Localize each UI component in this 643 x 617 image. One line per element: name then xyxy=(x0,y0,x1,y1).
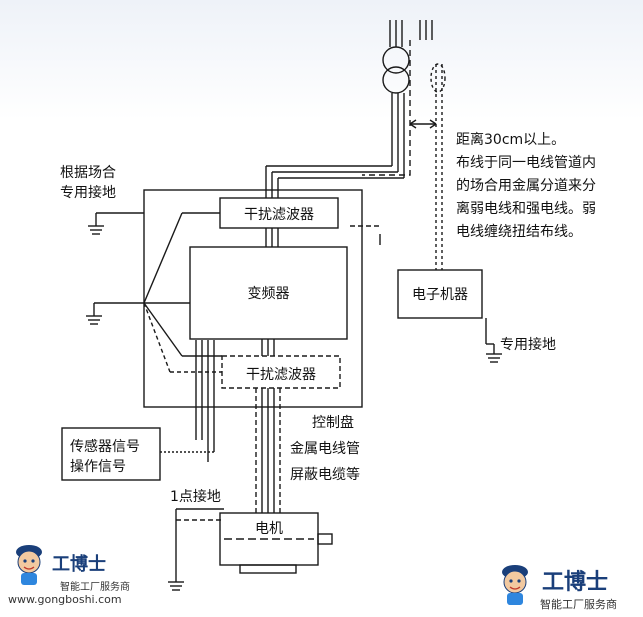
metal-conduit-label: 金属电线管 xyxy=(290,441,360,457)
motor-label: 电机 xyxy=(255,521,283,537)
watermark-brand-left: 工博士 xyxy=(52,554,106,575)
watermark-brand-right: 工博士 xyxy=(542,569,609,595)
electronic-device-label: 电子机器 xyxy=(412,287,468,303)
watermark-url: www.gongboshi.com xyxy=(8,593,122,606)
note-line-5: 电线缠绕扭结布线。 xyxy=(456,224,582,240)
control-panel-label: 控制盘 xyxy=(312,415,354,431)
dedicated-ground-right-label: 专用接地 xyxy=(500,337,556,353)
note-line-1: 距离30cm以上。 xyxy=(456,132,566,148)
transformer-coil-top xyxy=(382,46,410,74)
shielded-cable-label: 屏蔽电缆等 xyxy=(290,467,360,483)
note-line-3: 的场合用金属分道来分 xyxy=(456,178,596,194)
electronic-device-box xyxy=(397,269,483,319)
sensor-signal-label: 传感器信号 xyxy=(70,439,140,455)
dedicated-ground-label-1: 根据场合 xyxy=(60,165,116,181)
watermark-sub-left: 智能工厂服务商 xyxy=(60,582,130,593)
mascot-icon xyxy=(12,540,46,586)
filter-top-label: 干扰滤波器 xyxy=(244,207,314,223)
inverter-label: 变频器 xyxy=(247,286,290,302)
operation-signal-label: 操作信号 xyxy=(70,459,126,475)
note-line-2: 布线于同一电线管道内 xyxy=(456,155,596,171)
filter-bottom-label: 干扰滤波器 xyxy=(246,367,316,383)
watermark-sub-right: 智能工厂服务商 xyxy=(540,598,617,611)
mascot-icon-right xyxy=(498,560,532,606)
sensor-signal-box xyxy=(61,427,161,481)
transformer-coil-bottom xyxy=(382,66,410,94)
dedicated-ground-label-2: 专用接地 xyxy=(60,185,116,201)
one-point-ground-label: 1点接地 xyxy=(170,489,221,505)
control-panel-boundary xyxy=(143,189,363,408)
note-line-4: 离弱电线和强电线。弱 xyxy=(456,201,596,217)
